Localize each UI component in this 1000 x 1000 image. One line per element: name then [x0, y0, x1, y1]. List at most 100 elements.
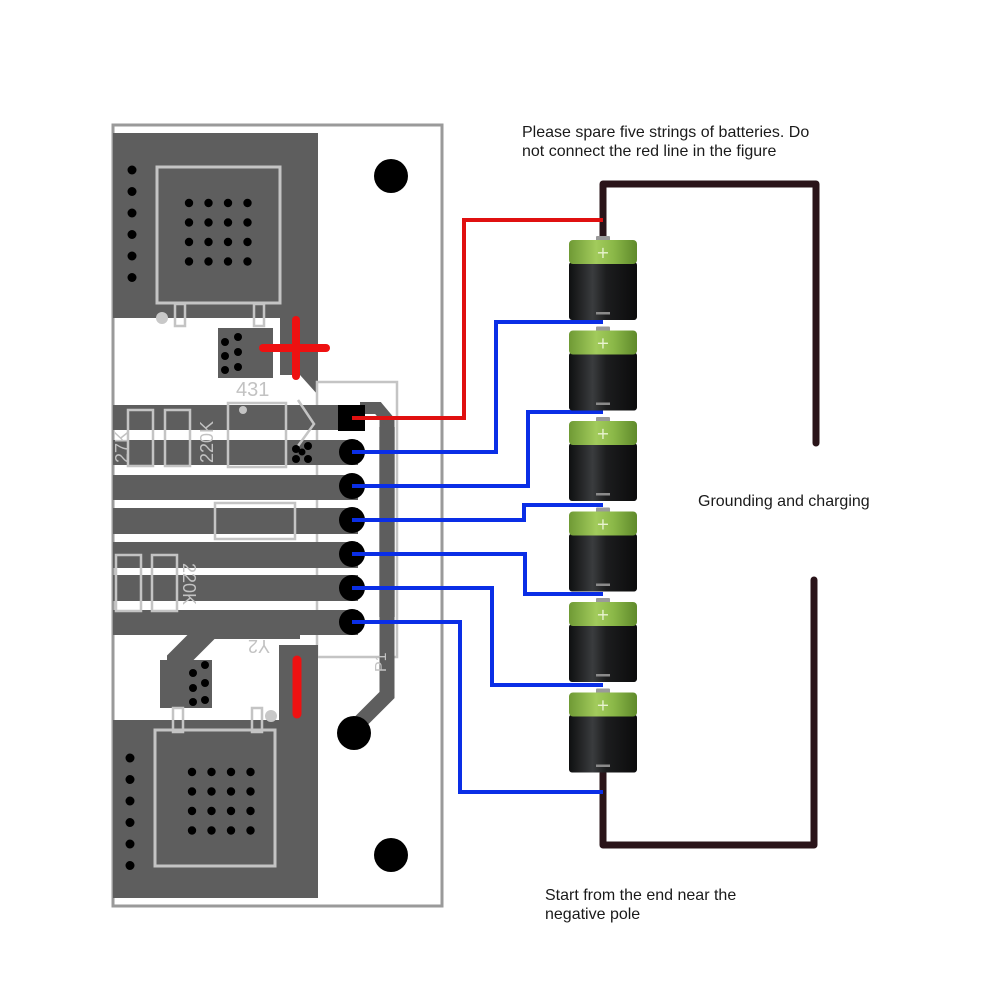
via — [204, 257, 213, 266]
via — [223, 257, 233, 266]
silk-ref-p1: P1 — [373, 652, 390, 672]
battery-cap — [569, 692, 637, 717]
via — [184, 198, 194, 208]
via — [226, 787, 236, 796]
via — [243, 257, 252, 266]
via — [204, 218, 213, 227]
diode-symbol — [296, 399, 316, 447]
via — [187, 767, 197, 777]
battery-cap — [569, 511, 637, 536]
via — [125, 818, 135, 827]
top-edge-vias — [127, 165, 137, 282]
charge-loop-top — [599, 180, 820, 447]
mounting-hole-bottom — [374, 838, 408, 872]
via — [226, 767, 236, 777]
via — [127, 165, 137, 175]
battery-body — [569, 262, 637, 320]
top-copper-pad — [113, 133, 318, 318]
balance-wire — [352, 320, 603, 454]
bus-to-mount-trace — [351, 420, 395, 731]
balance-wire — [352, 503, 603, 522]
excluded-red-wire — [352, 218, 603, 420]
via — [207, 806, 216, 816]
resistor-outlines-top — [114, 401, 297, 613]
via — [226, 826, 236, 835]
copper-trace — [113, 440, 358, 465]
silk-resistor-bottom-label: 220K — [179, 563, 199, 605]
battery-minus-icon — [596, 493, 610, 496]
via — [184, 237, 194, 247]
via — [223, 237, 233, 247]
battery-body — [569, 352, 637, 411]
battery-plus-icon: + — [596, 334, 609, 353]
via — [246, 806, 255, 816]
via — [187, 806, 197, 816]
via — [127, 208, 137, 218]
battery: + — [569, 417, 637, 501]
copper-trace — [113, 575, 358, 601]
copper-trace — [113, 542, 358, 568]
balance-wire — [352, 586, 603, 687]
bottom-edge-vias — [125, 753, 135, 870]
battery: + — [569, 598, 637, 682]
battery-minus-icon — [596, 764, 610, 767]
via — [223, 198, 233, 208]
battery-plus-icon: + — [596, 696, 609, 715]
via — [127, 230, 137, 239]
battery: + — [569, 326, 637, 411]
via — [125, 796, 135, 806]
top-mosfet-outline — [155, 165, 282, 305]
via — [223, 218, 233, 227]
via — [204, 198, 213, 208]
battery: + — [569, 236, 637, 320]
via — [127, 273, 137, 282]
via — [125, 775, 135, 784]
via — [207, 787, 216, 796]
charge-loop — [599, 180, 820, 849]
battery-body — [569, 714, 637, 773]
silk-resistor-top-left-label: 27K — [112, 431, 132, 463]
battery-minus-icon — [596, 312, 610, 315]
instruction-note-top: Please spare five strings of batteries. … — [522, 124, 810, 160]
balance-wire — [352, 552, 603, 596]
battery: + — [569, 688, 637, 773]
bottom-mosfet-outline — [153, 728, 277, 868]
balance-wires — [352, 218, 603, 794]
silk-resistor-top-label: 220K — [197, 421, 217, 463]
battery-plus-icon: + — [596, 243, 609, 262]
battery-cap — [569, 240, 637, 264]
via — [187, 787, 197, 796]
via — [226, 806, 236, 816]
battery-plus-icon: + — [596, 605, 609, 624]
charge-loop-bottom — [599, 576, 818, 849]
battery-minus-icon — [596, 402, 610, 405]
battery-stack: + + + + + + — [569, 236, 637, 773]
battery: + — [569, 507, 637, 592]
via — [187, 826, 197, 835]
battery-cap — [569, 421, 637, 445]
battery-minus-icon — [596, 583, 610, 586]
bottom-via-grid — [187, 767, 255, 835]
copper-trace — [113, 475, 358, 500]
via — [207, 767, 216, 777]
pcb-board: 431 220K 27K 220K Y2 P1 — [111, 123, 444, 908]
battery-body — [569, 443, 637, 501]
via — [125, 753, 135, 763]
via — [127, 251, 137, 261]
via — [204, 237, 213, 247]
via — [184, 218, 194, 227]
battery-body — [569, 624, 637, 682]
battery-plus-icon: + — [596, 515, 609, 534]
silk-ref-y2: Y2 — [248, 636, 270, 656]
top-fiducial — [156, 312, 168, 324]
via — [246, 787, 255, 796]
via — [243, 237, 252, 247]
mounting-hole-top — [374, 159, 408, 193]
via — [243, 198, 252, 208]
battery-plus-icon: + — [596, 424, 609, 443]
via — [246, 826, 255, 835]
via — [127, 187, 137, 196]
via — [246, 767, 255, 777]
positive-marker-icon — [259, 316, 330, 380]
